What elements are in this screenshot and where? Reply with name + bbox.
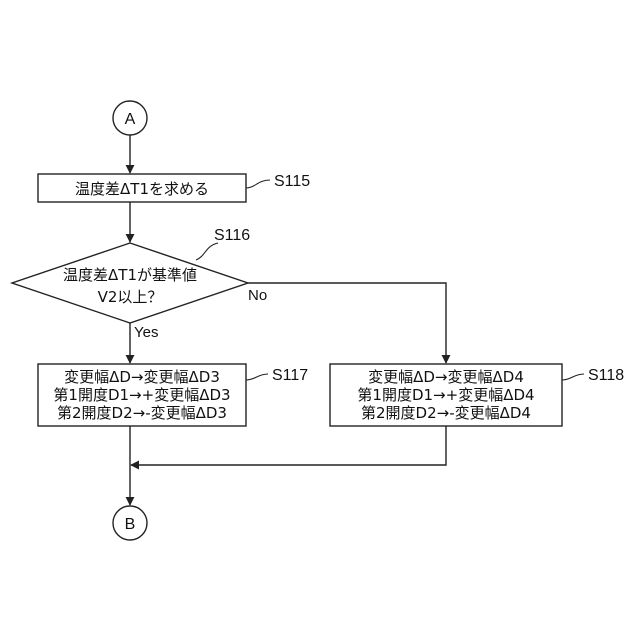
connector-a: A: [113, 101, 147, 135]
arrow-no-to-s118: [248, 283, 446, 363]
step-label-s117: S117: [272, 367, 308, 384]
connector-b-label: B: [125, 516, 136, 533]
decision-line-2: V2以上？: [98, 288, 163, 306]
leader-s116: [196, 243, 218, 260]
process-box-s117: 変更幅ΔD→変更幅ΔD3 第1開度D1→+変更幅ΔD3 第2開度D2→-変更幅Δ…: [38, 364, 246, 426]
arrow-s118-merge: [131, 426, 446, 465]
process-box-s118-line-2: 第1開度D1→+変更幅ΔD4: [357, 386, 534, 404]
decision-diamond-s116: 温度差ΔT1が基準値 V2以上？: [12, 243, 248, 323]
process-box-s118-line-1: 変更幅ΔD→変更幅ΔD4: [368, 368, 524, 386]
process-box-s117-line-1: 変更幅ΔD→変更幅ΔD3: [64, 368, 220, 386]
leader-s117: [246, 374, 268, 380]
no-label: No: [248, 287, 267, 304]
step-label-s116: S116: [214, 227, 250, 244]
yes-label: Yes: [134, 324, 158, 341]
connector-a-label: A: [125, 111, 136, 128]
leader-s118: [562, 374, 584, 380]
process-box-s115-text: 温度差ΔT1を求める: [75, 180, 209, 198]
process-box-s118: 変更幅ΔD→変更幅ΔD4 第1開度D1→+変更幅ΔD4 第2開度D2→-変更幅Δ…: [330, 364, 562, 426]
process-box-s115: 温度差ΔT1を求める: [38, 174, 246, 202]
step-label-s118: S118: [588, 367, 624, 384]
step-label-s115: S115: [274, 173, 310, 190]
connector-b: B: [113, 506, 147, 540]
process-box-s117-line-2: 第1開度D1→+変更幅ΔD3: [53, 386, 230, 404]
process-box-s117-line-3: 第2開度D2→-変更幅ΔD3: [57, 404, 227, 422]
process-box-s118-line-3: 第2開度D2→-変更幅ΔD4: [361, 404, 531, 422]
leader-s115: [246, 180, 270, 188]
decision-line-1: 温度差ΔT1が基準値: [63, 266, 197, 284]
